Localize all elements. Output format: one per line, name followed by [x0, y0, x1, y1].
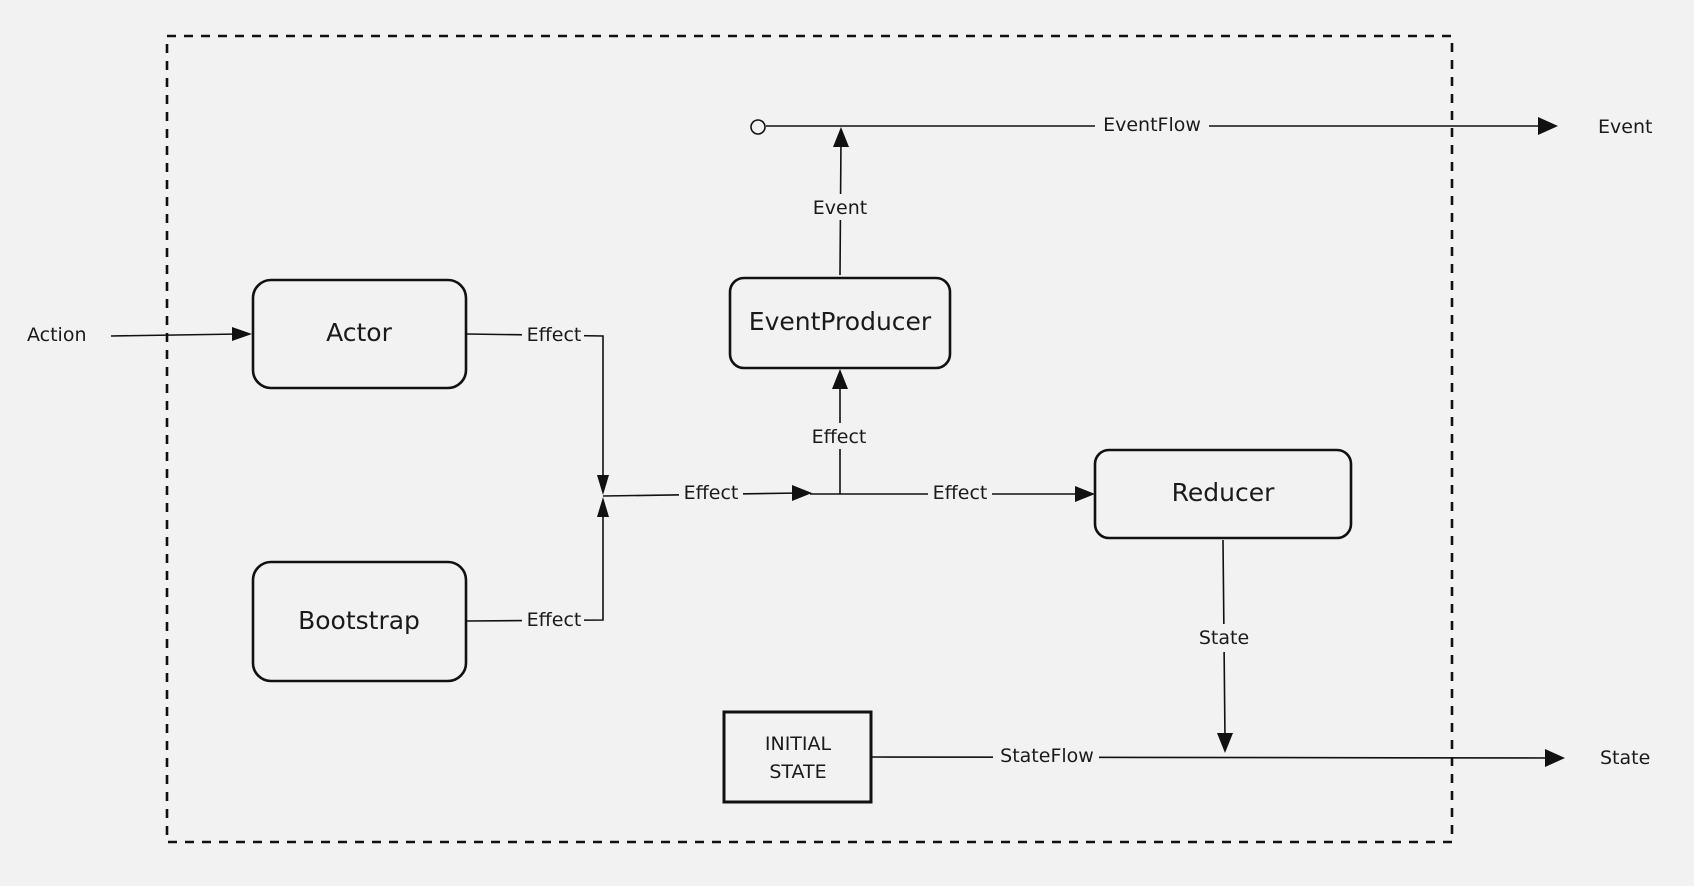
reducer-node: Reducer — [1093, 448, 1353, 540]
event-flow-origin-circle — [750, 119, 766, 135]
initial-state-box — [722, 710, 873, 804]
bootstrap-effect-arrowhead — [597, 497, 609, 517]
actor-effect-arrowhead — [597, 475, 609, 495]
bootstrap-effect-edge — [466, 510, 604, 622]
event-flow-label: EventFlow — [1103, 114, 1201, 136]
bootstrap-effect-label: Effect — [527, 609, 582, 631]
producer-effect-arrowhead — [832, 369, 848, 389]
state-arrowhead — [1217, 733, 1233, 753]
reducer-effect-label: Effect — [933, 482, 988, 504]
action-to-actor-edge — [110, 333, 241, 337]
actor-effect-label: Effect — [527, 324, 582, 346]
initial-state-label-line1: INITIAL — [765, 733, 832, 755]
event-producer-node: EventProducer — [728, 276, 952, 370]
system-boundary — [165, 34, 1454, 844]
initial-state-node: INITIAL STATE — [722, 710, 873, 804]
actor-node-label: Actor — [326, 318, 393, 347]
action-label: Action — [27, 324, 87, 346]
initial-state-label-line2: STATE — [769, 761, 826, 783]
bootstrap-node-label: Bootstrap — [298, 606, 420, 635]
state-flow-label: StateFlow — [1000, 745, 1094, 767]
actor-effect-edge — [466, 333, 604, 482]
actor-node: Actor — [251, 278, 468, 390]
state-flow-edge — [871, 756, 1553, 759]
bootstrap-node: Bootstrap — [251, 560, 468, 683]
action-arrowhead — [232, 327, 252, 341]
merged-effect-label: Effect — [684, 482, 739, 504]
event-edge-label: Event — [813, 197, 867, 219]
merged-effect-arrowhead — [792, 485, 812, 501]
producer-effect-label: Effect — [812, 426, 867, 448]
state-edge-label: State — [1199, 627, 1249, 649]
reducer-effect-arrowhead — [1075, 486, 1095, 502]
event-arrowhead — [833, 127, 849, 147]
reducer-node-label: Reducer — [1172, 478, 1275, 507]
state-output-label: State — [1600, 747, 1650, 769]
event-output-label: Event — [1598, 116, 1652, 138]
state-flow-arrowhead — [1545, 749, 1565, 767]
event-flow-arrowhead — [1538, 117, 1558, 135]
event-producer-node-label: EventProducer — [749, 307, 932, 336]
